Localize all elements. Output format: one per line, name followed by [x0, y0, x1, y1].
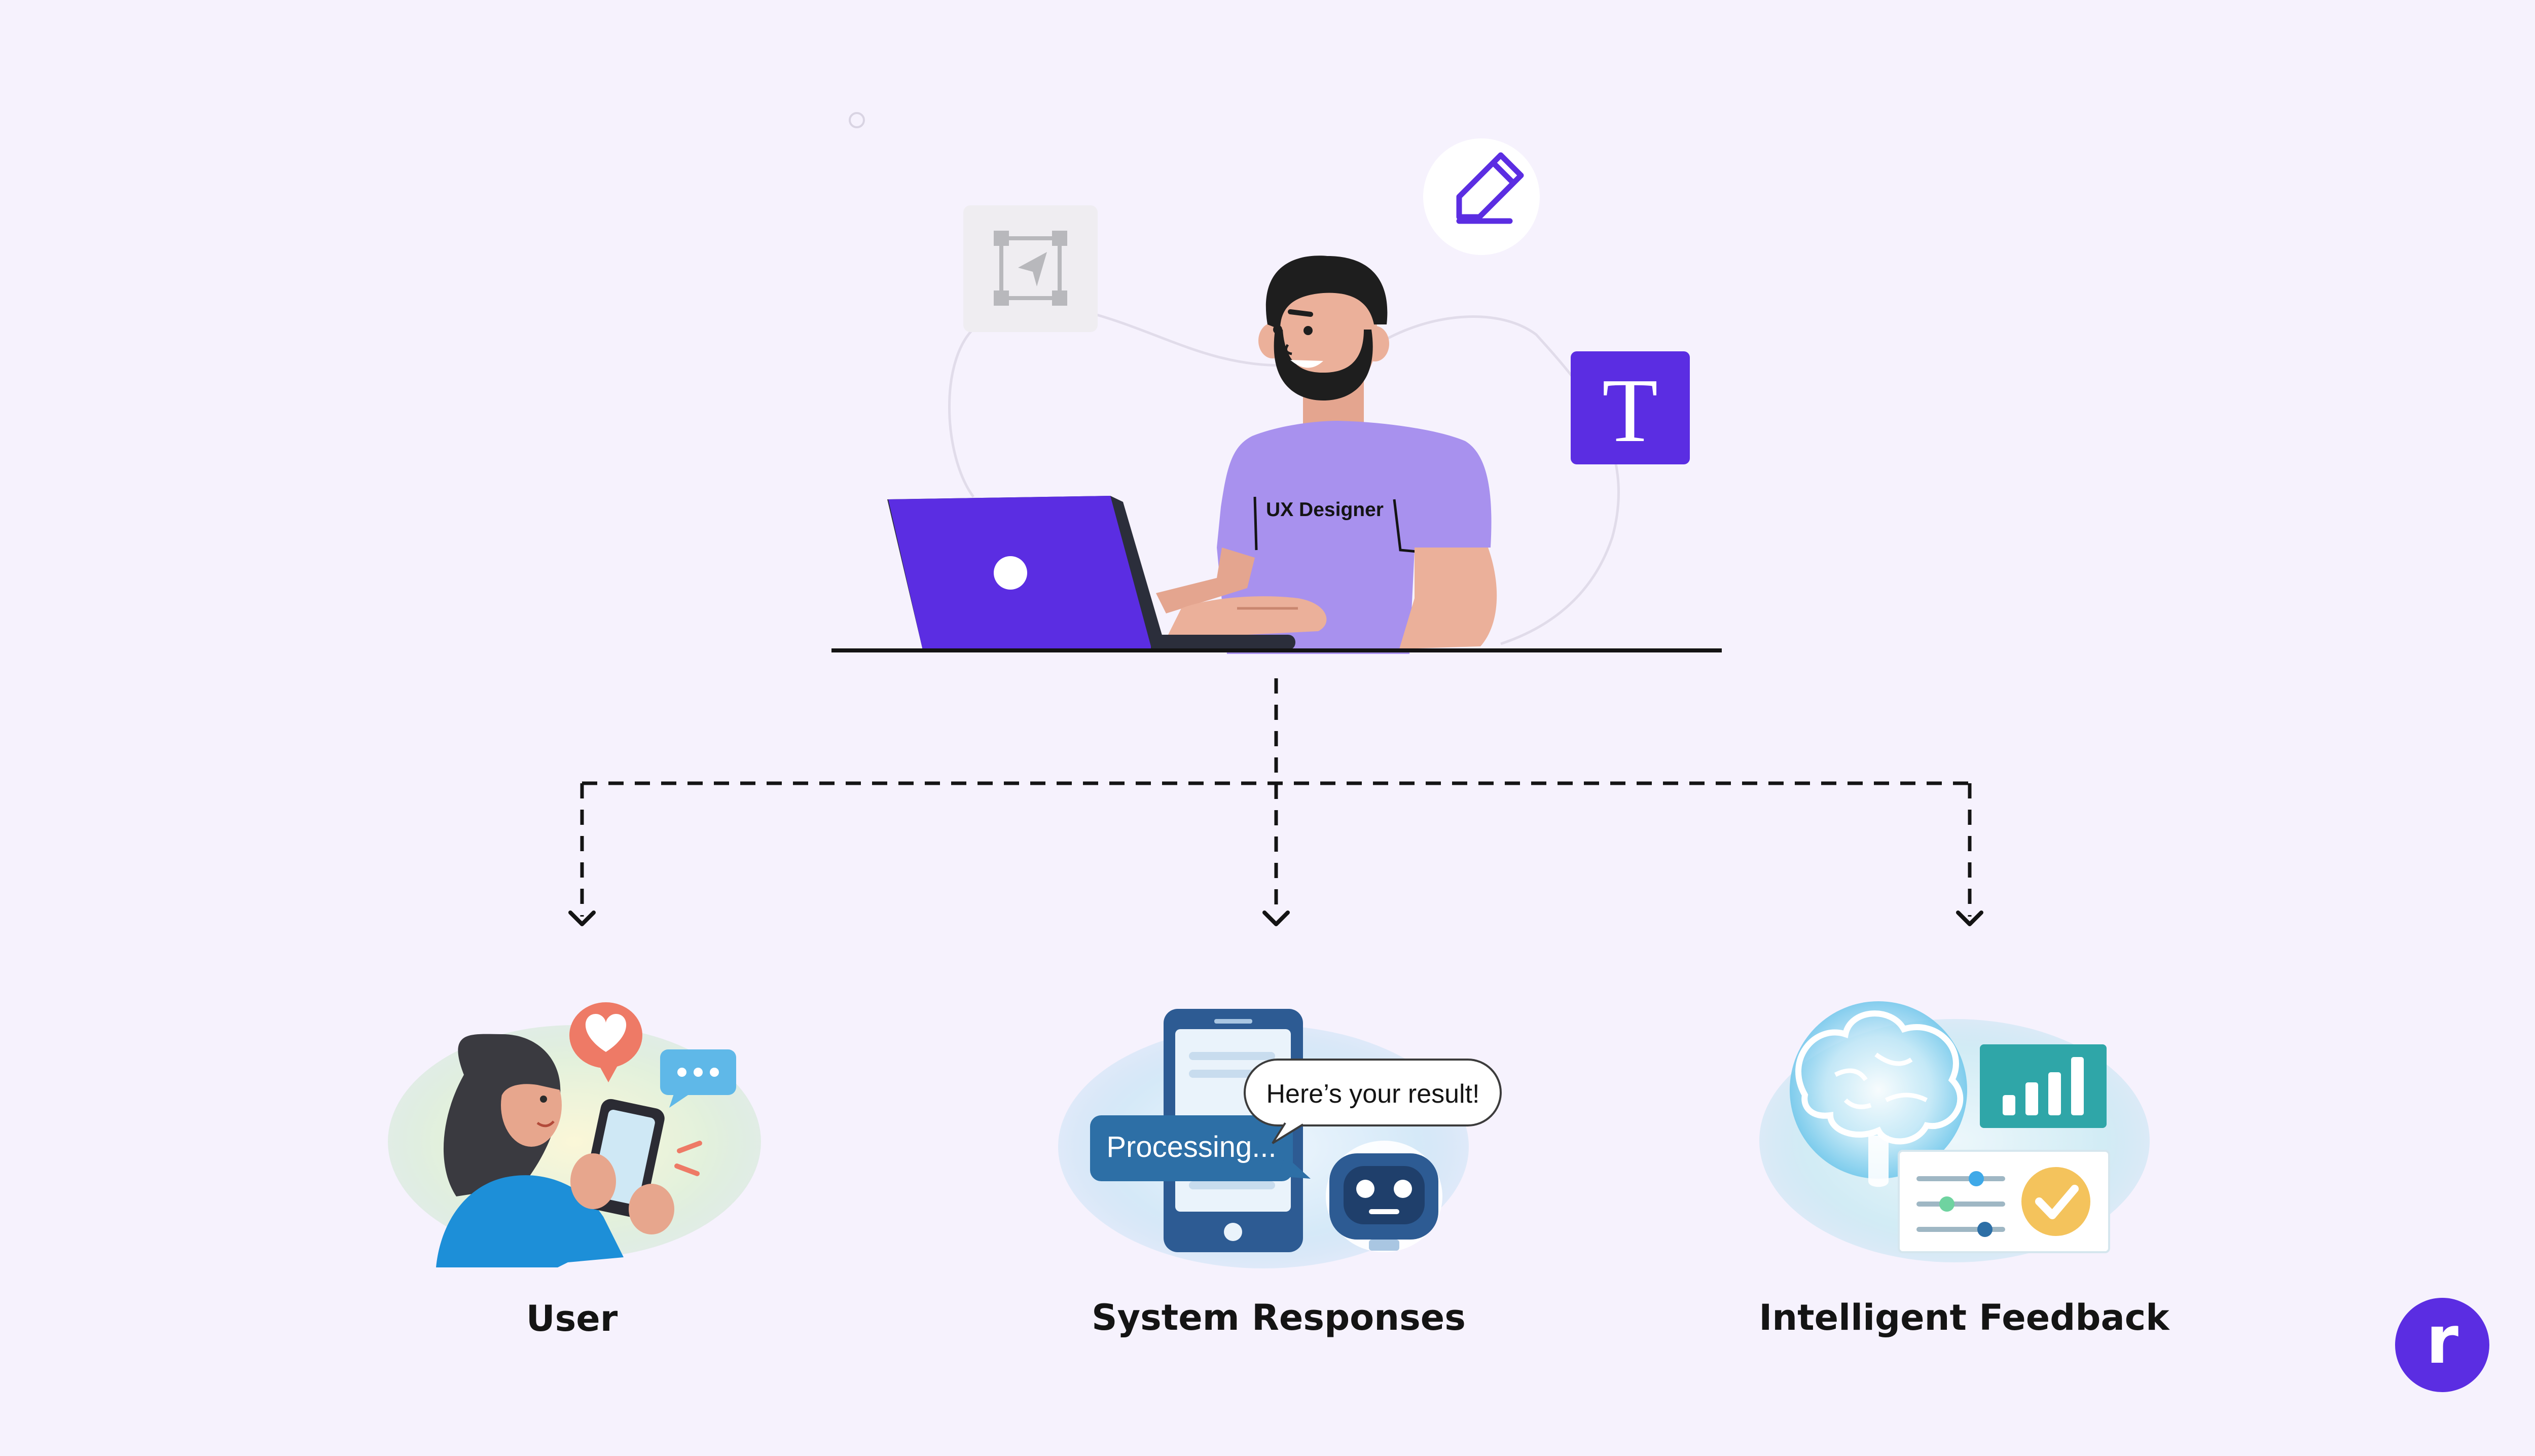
chat-bubble-icon	[660, 1049, 736, 1108]
notification-marks	[674, 1141, 702, 1176]
text-tool-glyph: T	[1602, 360, 1658, 461]
brand-logo-letter: r	[2425, 1301, 2459, 1378]
decorative-dot	[849, 112, 865, 128]
laptop-icon	[887, 496, 1295, 650]
user-illustration	[388, 1002, 761, 1267]
arrow-to-system	[1262, 911, 1290, 926]
heart-bubble-icon	[569, 1002, 642, 1082]
node-label-user: User	[526, 1298, 618, 1339]
system-illustration: Processing... Here’s your result!	[1058, 1009, 1502, 1268]
node-label-intelligent-feedback: Intelligent Feedback	[1759, 1297, 2169, 1338]
processing-text: Processing...	[1106, 1131, 1276, 1163]
shirt-text: UX Designer	[1266, 499, 1384, 521]
ux-designer-figure: UX Designer	[1156, 256, 1497, 654]
arrow-heads	[568, 911, 1983, 926]
text-tool-icon: T	[1571, 351, 1690, 464]
bar-chart-icon	[1980, 1044, 2107, 1128]
result-text: Here’s your result!	[1266, 1079, 1480, 1109]
arrow-to-feedback	[1956, 911, 1983, 926]
check-icon	[2021, 1167, 2090, 1236]
select-frame-icon	[963, 205, 1098, 332]
node-label-system-responses: System Responses	[1092, 1297, 1466, 1338]
feedback-illustration	[1759, 1001, 2150, 1262]
arrow-to-user	[568, 911, 596, 926]
robot-icon	[1326, 1141, 1442, 1252]
processing-bubble: Processing...	[1090, 1115, 1311, 1181]
brand-logo-icon[interactable]: r	[2395, 1298, 2489, 1392]
flow-connectors	[580, 678, 1972, 917]
brain-icon	[1790, 1001, 1967, 1187]
pencil-icon	[1423, 138, 1540, 255]
result-bubble: Here’s your result!	[1244, 1059, 1502, 1144]
woman-with-phone-icon	[436, 1034, 674, 1267]
